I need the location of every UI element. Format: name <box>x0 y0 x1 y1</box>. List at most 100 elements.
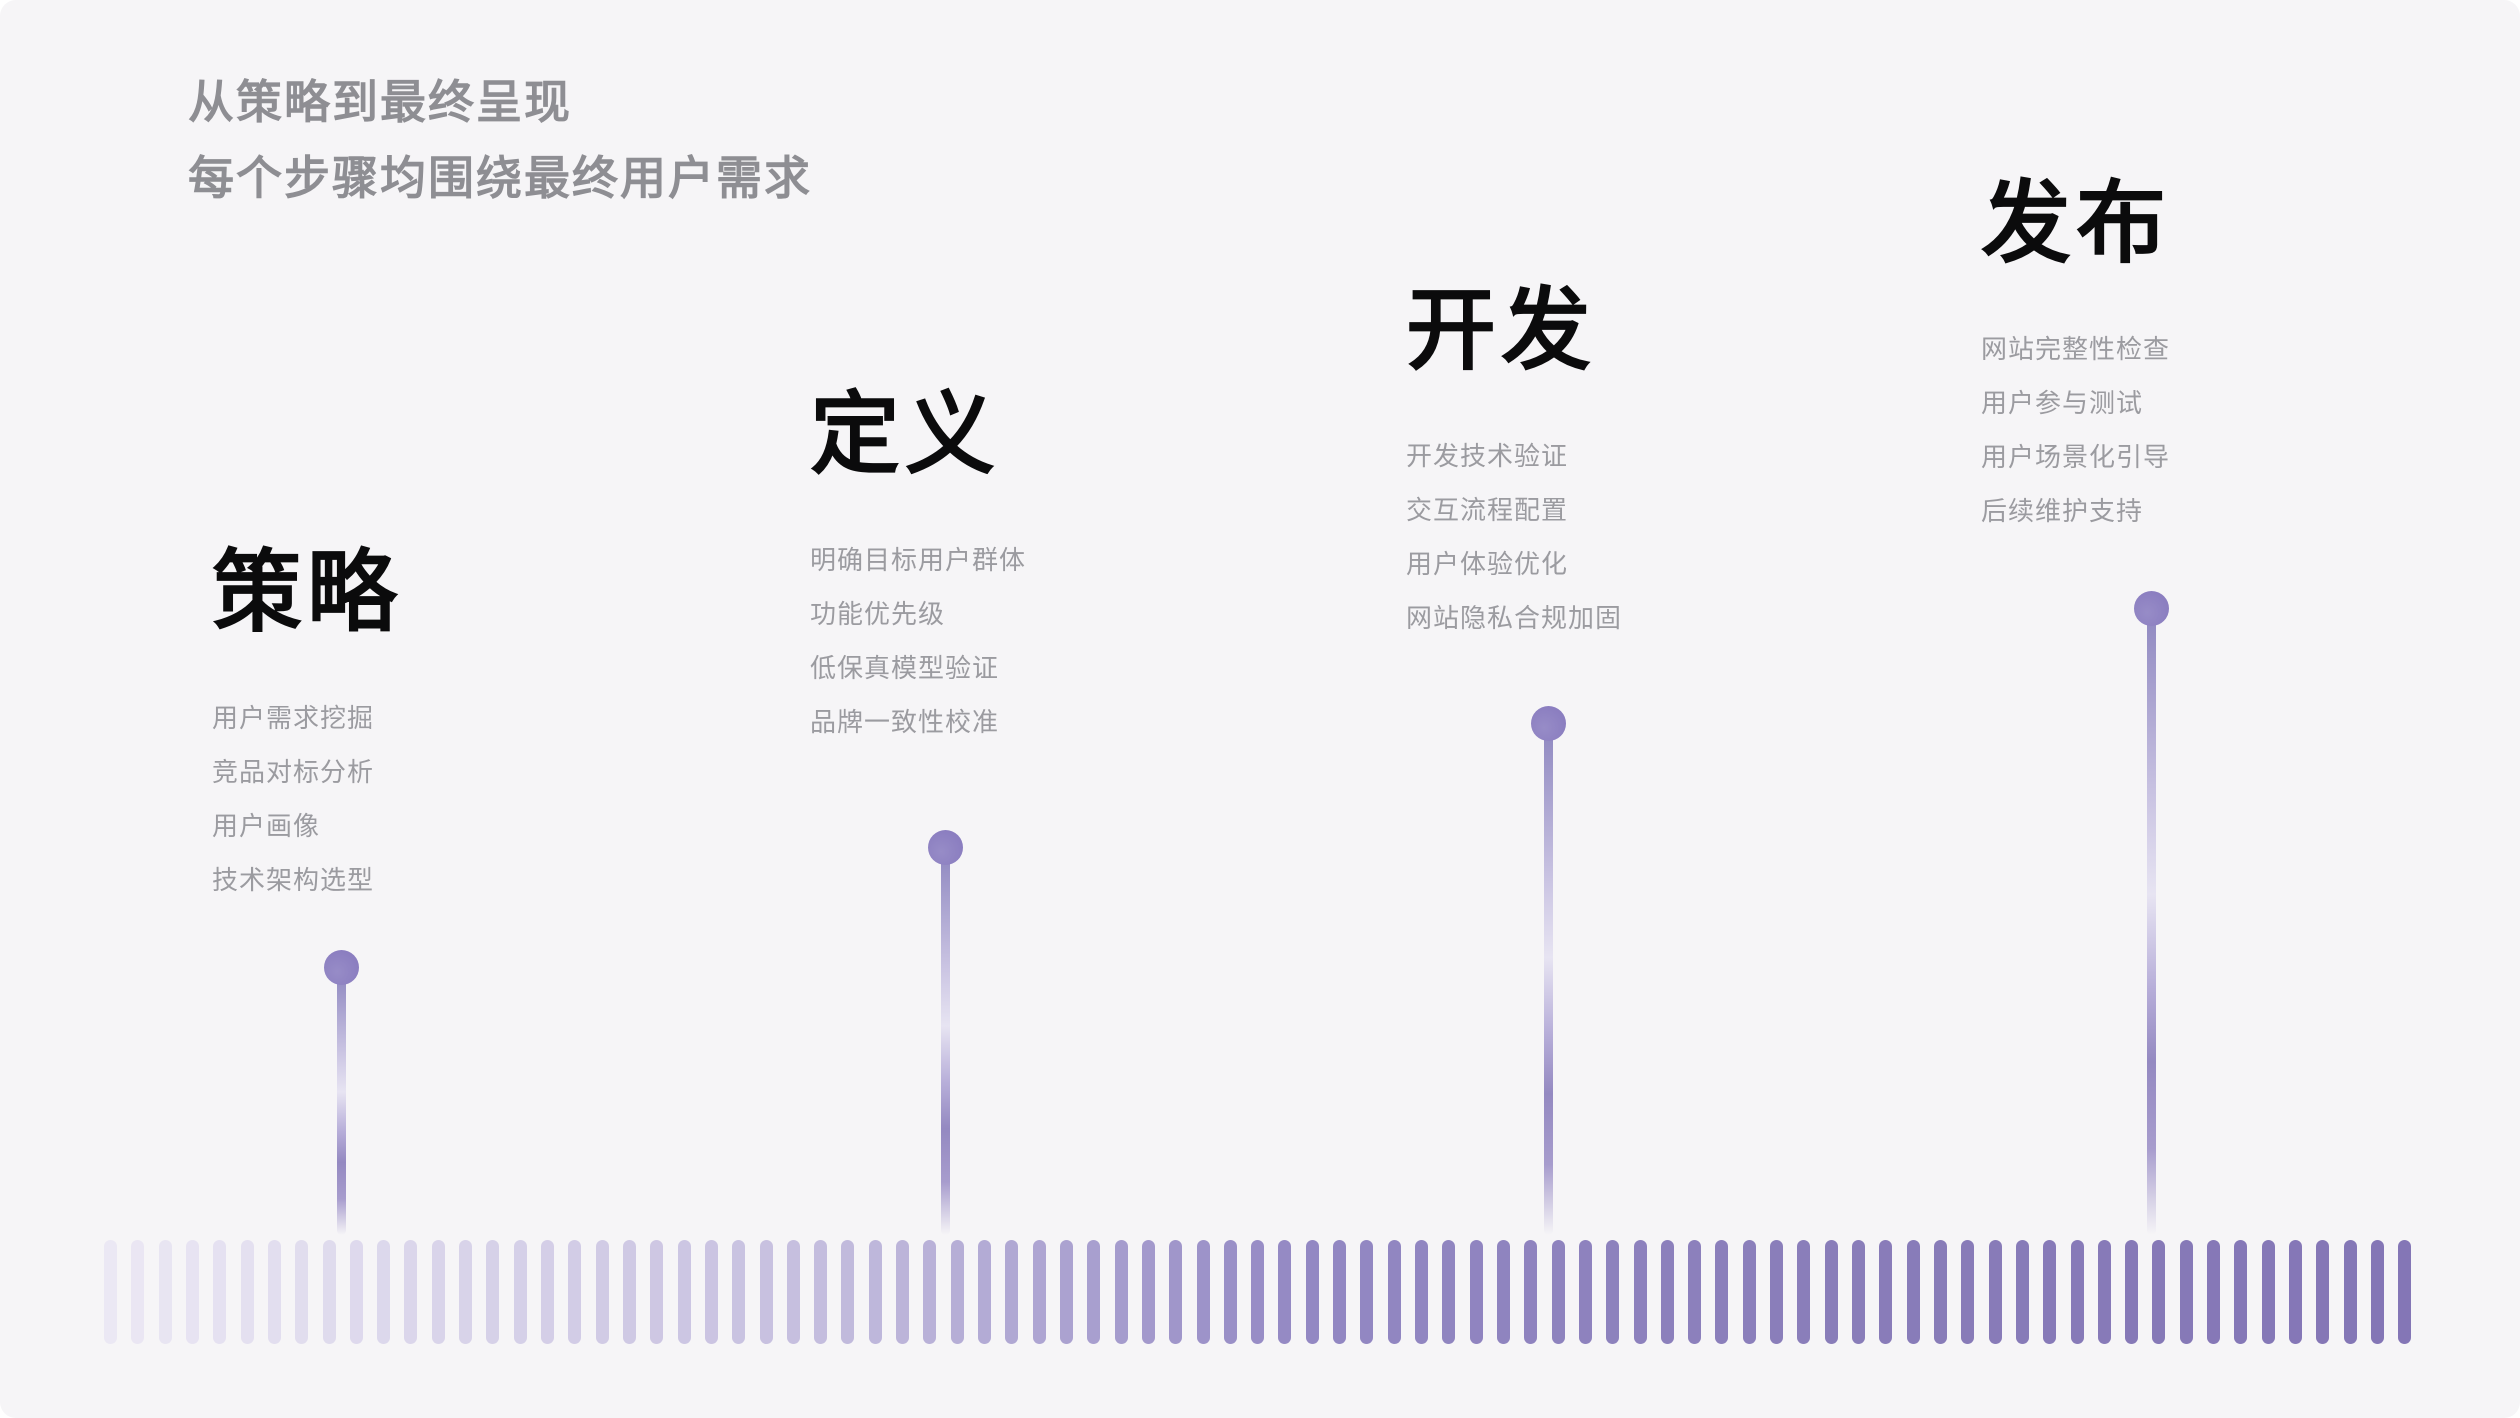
stage-connector-dot-strategy <box>324 950 359 985</box>
timeline-bar <box>677 1240 691 1344</box>
timeline-bar <box>2343 1240 2357 1344</box>
timeline-bar <box>950 1240 964 1344</box>
stage-item: 用户场景化引导 <box>1981 442 2171 472</box>
timeline-bar <box>1606 1240 1620 1344</box>
stage-item-list-strategy: 用户需求挖掘竞品对标分析用户画像技术架构选型 <box>212 691 752 907</box>
timeline-bar <box>2015 1240 2029 1344</box>
stage-item: 竞品对标分析 <box>212 757 375 787</box>
stage-connector-dot-define <box>928 830 963 865</box>
timeline-bar <box>2207 1240 2221 1344</box>
timeline-bar <box>2152 1240 2166 1344</box>
stage-develop: 开发 开发技术验证交互流程配置用户体验优化网站隐私合规加固 <box>1406 282 1946 645</box>
timeline-bar <box>786 1240 800 1344</box>
timeline-bar <box>704 1240 718 1344</box>
timeline-bar <box>431 1240 445 1344</box>
timeline-bar <box>1059 1240 1073 1344</box>
timeline-bar <box>1169 1240 1183 1344</box>
stage-item: 低保真模型验证 <box>810 653 1000 683</box>
stage-item: 用户需求挖掘 <box>212 703 375 733</box>
stage-title-strategy: 策略 <box>212 543 402 643</box>
timeline-bar <box>2043 1240 2057 1344</box>
timeline-bar <box>1688 1240 1702 1344</box>
timeline-bar <box>1333 1240 1347 1344</box>
timeline-bar <box>1660 1240 1674 1344</box>
timeline-bar <box>1742 1240 1756 1344</box>
stage-title-launch: 发布 <box>1981 174 2171 274</box>
timeline-bar <box>1278 1240 1292 1344</box>
timeline-bar <box>486 1240 500 1344</box>
stage-strategy: 策略 用户需求挖掘竞品对标分析用户画像技术架构选型 <box>212 544 752 907</box>
timeline-bar <box>568 1240 582 1344</box>
timeline-bar <box>1797 1240 1811 1344</box>
timeline-bar <box>1360 1240 1374 1344</box>
timeline-bar <box>1141 1240 1155 1344</box>
stage-connector-dot-launch <box>2134 591 2169 626</box>
timeline-bar <box>1032 1240 1046 1344</box>
timeline-bar <box>1196 1240 1210 1344</box>
stage-connector-dot-develop <box>1531 706 1566 741</box>
timeline-bar <box>2261 1240 2275 1344</box>
timeline-bar <box>732 1240 746 1344</box>
timeline-bar <box>1442 1240 1456 1344</box>
timeline-bar <box>513 1240 527 1344</box>
stage-item-list-develop: 开发技术验证交互流程配置用户体验优化网站隐私合规加固 <box>1406 429 1946 645</box>
timeline-bar <box>1087 1240 1101 1344</box>
intro-line-2: 每个步骤均围绕最终用户需求 <box>188 152 812 204</box>
timeline-bar <box>595 1240 609 1344</box>
timeline-bar <box>1005 1240 1019 1344</box>
timeline-bar <box>2370 1240 2384 1344</box>
timeline-bar <box>1114 1240 1128 1344</box>
stage-item: 交互流程配置 <box>1406 495 1569 525</box>
timeline-bar <box>1933 1240 1947 1344</box>
timeline-bar <box>1496 1240 1510 1344</box>
timeline-bar <box>1633 1240 1647 1344</box>
timeline-bar <box>1988 1240 2002 1344</box>
timeline-bar <box>868 1240 882 1344</box>
timeline-bar <box>1305 1240 1319 1344</box>
timeline-bar <box>1524 1240 1538 1344</box>
timeline-bar <box>1387 1240 1401 1344</box>
timeline-bar <box>2289 1240 2302 1344</box>
timeline-bar <box>1223 1240 1237 1344</box>
stage-item: 品牌一致性校准 <box>810 707 1000 737</box>
timeline-bar <box>2125 1240 2139 1344</box>
stage-define: 定义 明确目标用户群体功能优先级低保真模型验证品牌一致性校准 <box>810 386 1350 749</box>
stage-item: 用户参与测试 <box>1981 388 2144 418</box>
stage-item: 用户体验优化 <box>1406 549 1569 579</box>
stage-connector-stem-develop <box>1544 731 1553 1235</box>
timeline-bar <box>185 1240 199 1344</box>
stage-item: 后续维护支持 <box>1981 496 2144 526</box>
timeline-bar <box>131 1240 145 1344</box>
timeline-bar <box>541 1240 554 1344</box>
timeline-bar <box>841 1240 855 1344</box>
timeline-bar <box>896 1240 910 1344</box>
stage-title-develop: 开发 <box>1406 281 1596 381</box>
timeline-bar <box>2316 1240 2330 1344</box>
timeline-bar <box>1578 1240 1592 1344</box>
timeline-bar <box>2097 1240 2111 1344</box>
timeline-bar <box>459 1240 473 1344</box>
stage-launch: 发布 网站完整性检查用户参与测试用户场景化引导后续维护支持 <box>1981 175 2520 538</box>
timeline-bar <box>978 1240 991 1344</box>
timeline-bar <box>377 1240 391 1344</box>
stage-connector-stem-define <box>941 855 950 1235</box>
timeline-bar <box>322 1240 336 1344</box>
stage-item: 开发技术验证 <box>1406 441 1569 471</box>
stage-item: 功能优先级 <box>810 599 946 629</box>
timeline-bar <box>1770 1240 1784 1344</box>
timeline-bar <box>213 1240 227 1344</box>
timeline-bar <box>923 1240 937 1344</box>
timeline-bar <box>759 1240 773 1344</box>
timeline-bar <box>404 1240 418 1344</box>
stage-connector-stem-launch <box>2147 616 2156 1235</box>
stage-item: 用户画像 <box>212 811 321 841</box>
timeline-bar <box>1469 1240 1483 1344</box>
intro-text: 从策略到最终呈现 每个步骤均围绕最终用户需求 <box>188 64 812 216</box>
timeline-bar <box>1906 1240 1920 1344</box>
timeline-bar <box>622 1240 636 1344</box>
stage-item: 网站隐私合规加固 <box>1406 603 1623 633</box>
stage-connector-stem-strategy <box>337 975 346 1235</box>
timeline-bars <box>104 1240 2412 1344</box>
stage-title-define: 定义 <box>810 385 1000 485</box>
